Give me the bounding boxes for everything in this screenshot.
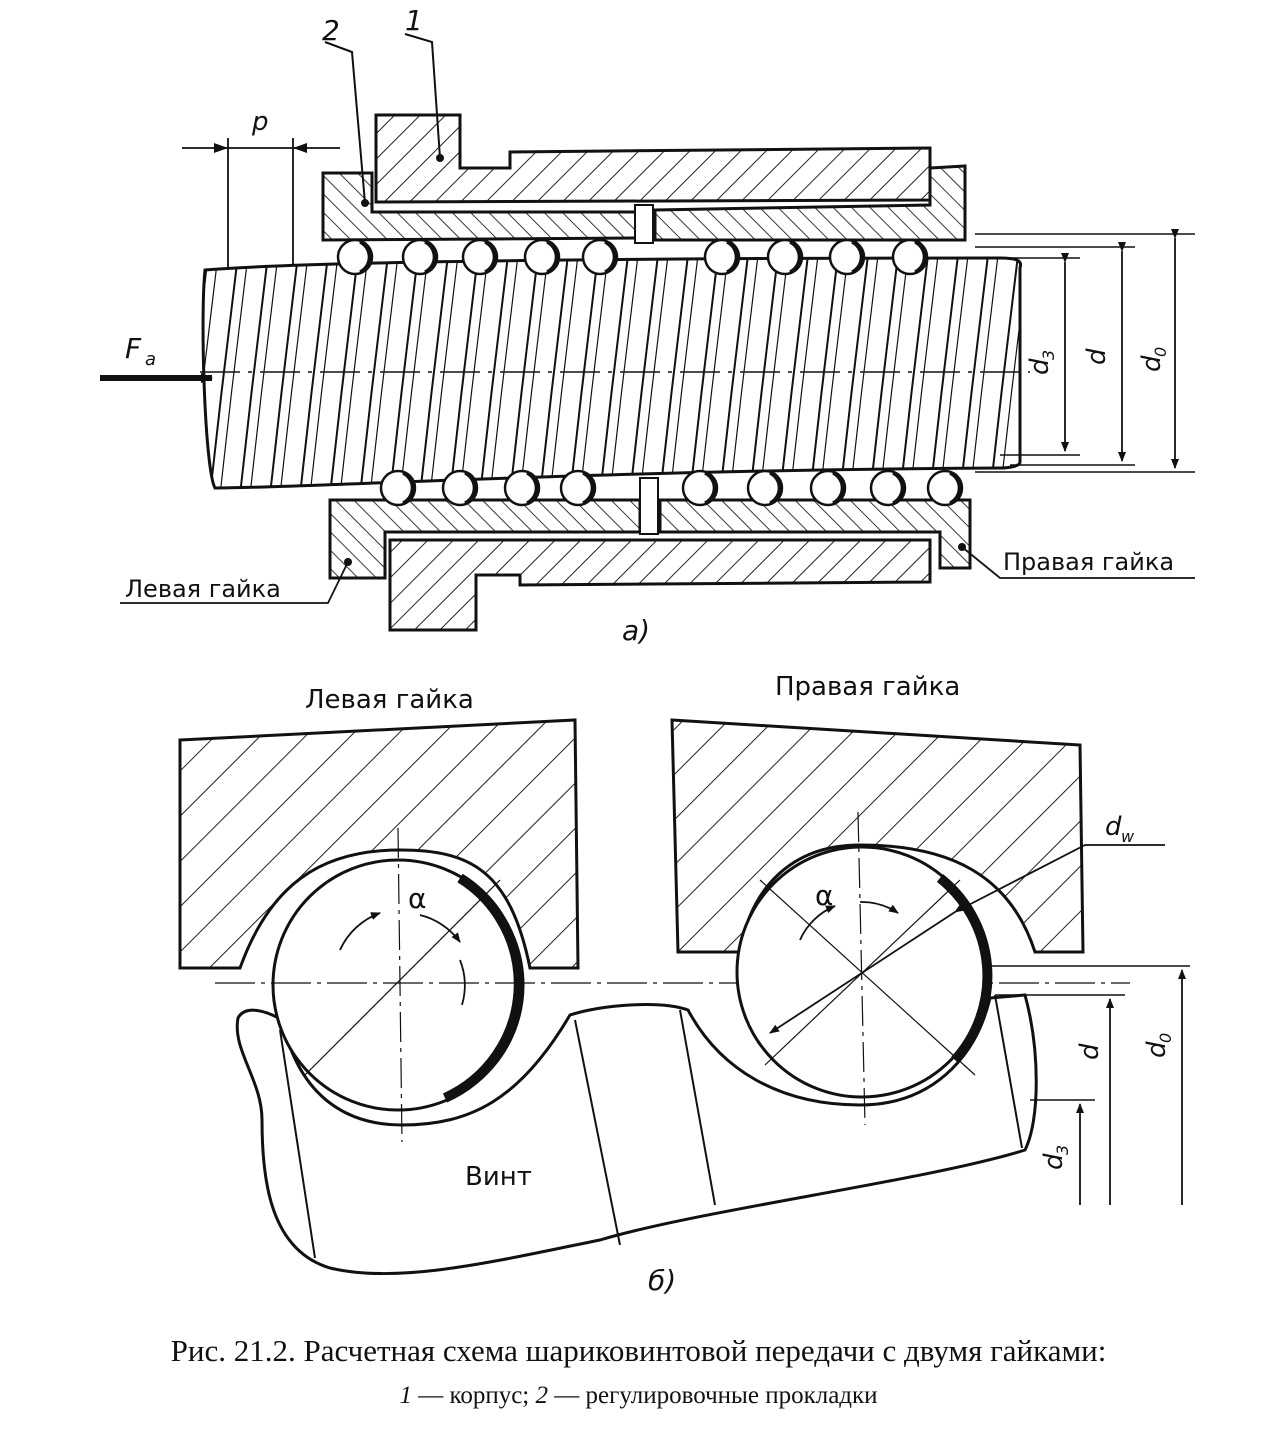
nut-gap-upper [634,204,654,244]
alpha-right: α [815,879,833,912]
balls-upper [336,238,929,276]
d0-label-b: d [1142,1041,1172,1058]
right-nut-upper [653,164,967,242]
figure-caption-legend: 1 — корпус; 2 — регулировочные прокладки [0,1382,1277,1410]
dw-sub-label: w [1121,827,1135,846]
legend-text-1: — корпус; [411,1382,536,1409]
right-nut-label-b: Правая гайка [775,672,960,702]
d0-label: d [1137,355,1167,372]
force-label: F [125,332,142,365]
view-b: Левая гайка Правая гайка Винт α [178,672,1190,1297]
d-label: d [1082,348,1112,365]
force-sub-label: a [145,349,156,370]
leader-1 [404,33,441,159]
d3-label-b: d [1039,1153,1069,1170]
d3-sub-label-b: 3 [1053,1145,1072,1155]
housing-upper [374,113,932,204]
d0-sub-label-b: 0 [1156,1033,1175,1043]
left-ball: α [215,827,1130,1143]
callout-1: 1 [405,4,423,37]
legend-num-1: 1 [399,1382,412,1409]
view-a-caption: а) [622,614,650,647]
left-nut-label-a: Левая гайка [125,575,281,603]
dw-dim [769,903,965,1034]
left-nut-body-b [178,718,580,970]
legend-num-2: 2 [535,1382,549,1409]
pitch-label: p [251,107,269,137]
right-nut-leader [961,546,1195,579]
screw-shaft [201,256,1023,490]
view-b-caption: б) [648,1264,676,1297]
callout-2: 2 [322,14,340,47]
left-nut-leader [120,561,349,604]
d0-sub-label: 0 [1151,347,1170,357]
screw-label: Винт [465,1162,532,1192]
d-label-b: d [1075,1043,1105,1060]
right-ball: α d w [735,811,1165,1126]
d3-sub-label: 3 [1039,350,1058,360]
view-a: F a p 2 1 d 3 d d [100,4,1195,647]
dw-label: d [1105,812,1122,842]
left-nut-label-b: Левая гайка [305,685,474,715]
leader-2 [324,41,366,204]
right-nut-label-a: Правая гайка [1003,548,1174,576]
nut-gap-lower [639,477,659,535]
figure-caption: Рис. 21.2. Расчетная схема шариковинтово… [170,1333,1107,1368]
alpha-left: α [408,882,426,915]
balls-lower [379,469,964,507]
housing-lower [388,538,932,632]
d3-label: d [1025,358,1055,375]
legend-text-2: — регулировочные прокладки [548,1382,878,1409]
right-nut-lower [658,498,972,570]
